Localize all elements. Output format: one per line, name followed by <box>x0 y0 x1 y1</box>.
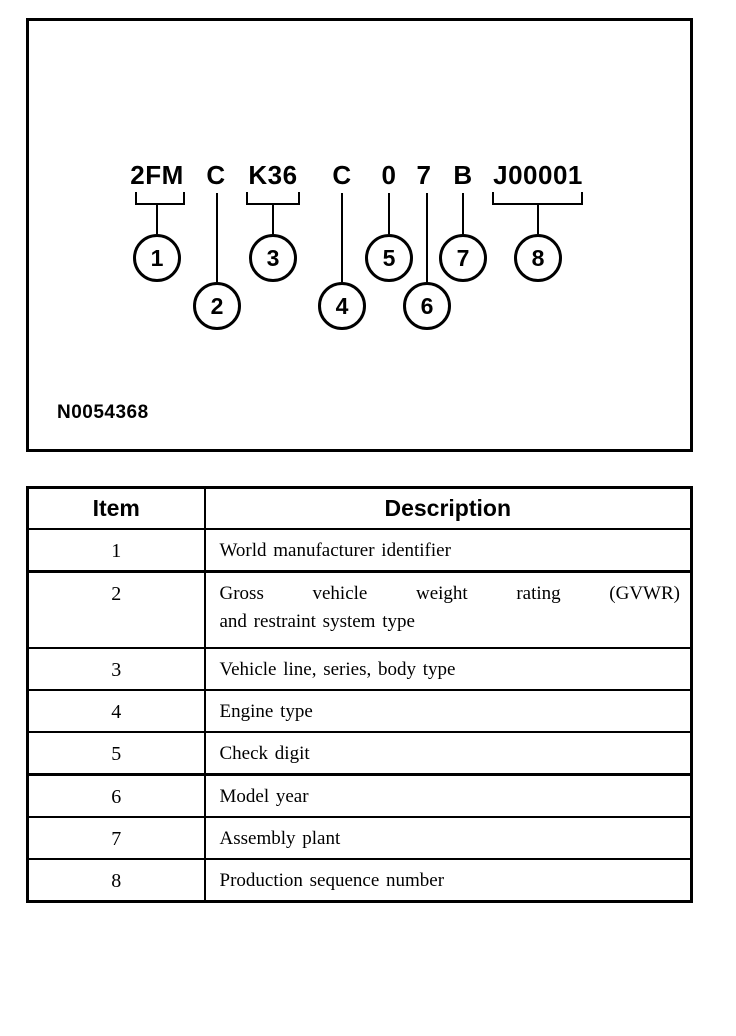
vin-segment-text: K36 <box>248 160 298 190</box>
vin-segment-text: B <box>453 160 473 190</box>
callout-circle: 7 <box>439 234 487 282</box>
item-number-cell: 4 <box>26 689 206 733</box>
callout-line <box>388 193 390 234</box>
callout-circle: 6 <box>403 282 451 330</box>
callout-line <box>272 205 274 234</box>
callout-number: 7 <box>456 244 470 271</box>
vin-segment-text: 2FM <box>130 160 184 190</box>
vin-legend-table: Item Description 1 World manufacturer ide… <box>26 486 693 903</box>
description-line: Check digit <box>219 743 310 764</box>
callout-line <box>462 193 464 234</box>
description-cell: Check digit <box>203 731 693 776</box>
callout-number: 3 <box>266 244 280 271</box>
item-number-cell: 3 <box>26 647 206 691</box>
callout-line <box>537 205 539 234</box>
item-number-cell: 8 <box>26 858 206 903</box>
item-number-cell: 6 <box>26 773 206 818</box>
description-column-header: Description <box>203 486 693 530</box>
table-row: 7 Assembly plant <box>26 816 693 860</box>
callout-circle: 8 <box>514 234 562 282</box>
callout-number: 2 <box>210 292 224 319</box>
vin-segment-text: J00001 <box>493 160 583 190</box>
callout-line <box>426 193 428 282</box>
description-cell: Gross vehicle weight rating (GVWR) and re… <box>203 570 693 649</box>
callout-number: 6 <box>420 292 434 319</box>
item-number-cell: 7 <box>26 816 206 860</box>
item-number-cell: 2 <box>26 570 206 649</box>
callout-number: 1 <box>150 244 164 271</box>
segment-bracket <box>135 192 185 205</box>
callout-number: 4 <box>335 292 349 319</box>
table-row: 4 Engine type <box>26 689 693 733</box>
description-line: Gross vehicle weight rating (GVWR) <box>219 582 681 604</box>
table-row: 2 Gross vehicle weight rating (GVWR) and r… <box>26 570 693 649</box>
callout-circle: 5 <box>365 234 413 282</box>
callout-number: 8 <box>531 244 545 271</box>
vin-segment-text: C <box>206 160 226 190</box>
table-row: 3 Vehicle line, series, body type <box>26 647 693 691</box>
description-line: World manufacturer identifier <box>219 539 451 561</box>
callout-number: 5 <box>382 244 396 271</box>
description-cell: Production sequence number <box>203 858 693 903</box>
callout-line <box>341 193 343 282</box>
callout-circle: 2 <box>193 282 241 330</box>
figure-reference-code: N0054368 <box>57 402 149 423</box>
table-row: 8 Production sequence number <box>26 858 693 903</box>
table-row: 6 Model year <box>26 773 693 818</box>
segment-bracket <box>246 192 300 205</box>
segment-bracket <box>492 192 583 205</box>
callout-line <box>216 193 218 282</box>
description-line: Production sequence number <box>219 870 445 891</box>
callout-circle: 3 <box>249 234 297 282</box>
item-number-cell: 5 <box>26 731 206 776</box>
description-cell: Engine type <box>203 689 693 733</box>
table-row: 1 World manufacturer identifier <box>26 527 693 573</box>
header-row: Item Description <box>26 486 693 530</box>
callout-line <box>156 205 158 234</box>
legend-table-header: Item Description <box>26 486 693 530</box>
description-line: Engine type <box>219 701 313 722</box>
item-column-header: Item <box>26 486 206 530</box>
table-row: 5 Check digit <box>26 731 693 776</box>
description-line: Vehicle line, series, body type <box>219 659 456 680</box>
description-cell: Vehicle line, series, body type <box>203 647 693 691</box>
callout-circle: 1 <box>133 234 181 282</box>
item-number-cell: 1 <box>26 527 206 573</box>
description-line: Assembly plant <box>219 828 341 849</box>
description-line: and restraint system type <box>219 610 415 632</box>
callout-circle: 4 <box>318 282 366 330</box>
vin-segment-text: 0 <box>381 160 397 190</box>
description-line: Model year <box>219 786 309 807</box>
description-cell: World manufacturer identifier <box>203 527 693 573</box>
description-cell: Assembly plant <box>203 816 693 860</box>
description-cell: Model year <box>203 773 693 818</box>
vin-segment-text: C <box>332 160 352 190</box>
vin-segment-text: 7 <box>416 160 432 190</box>
